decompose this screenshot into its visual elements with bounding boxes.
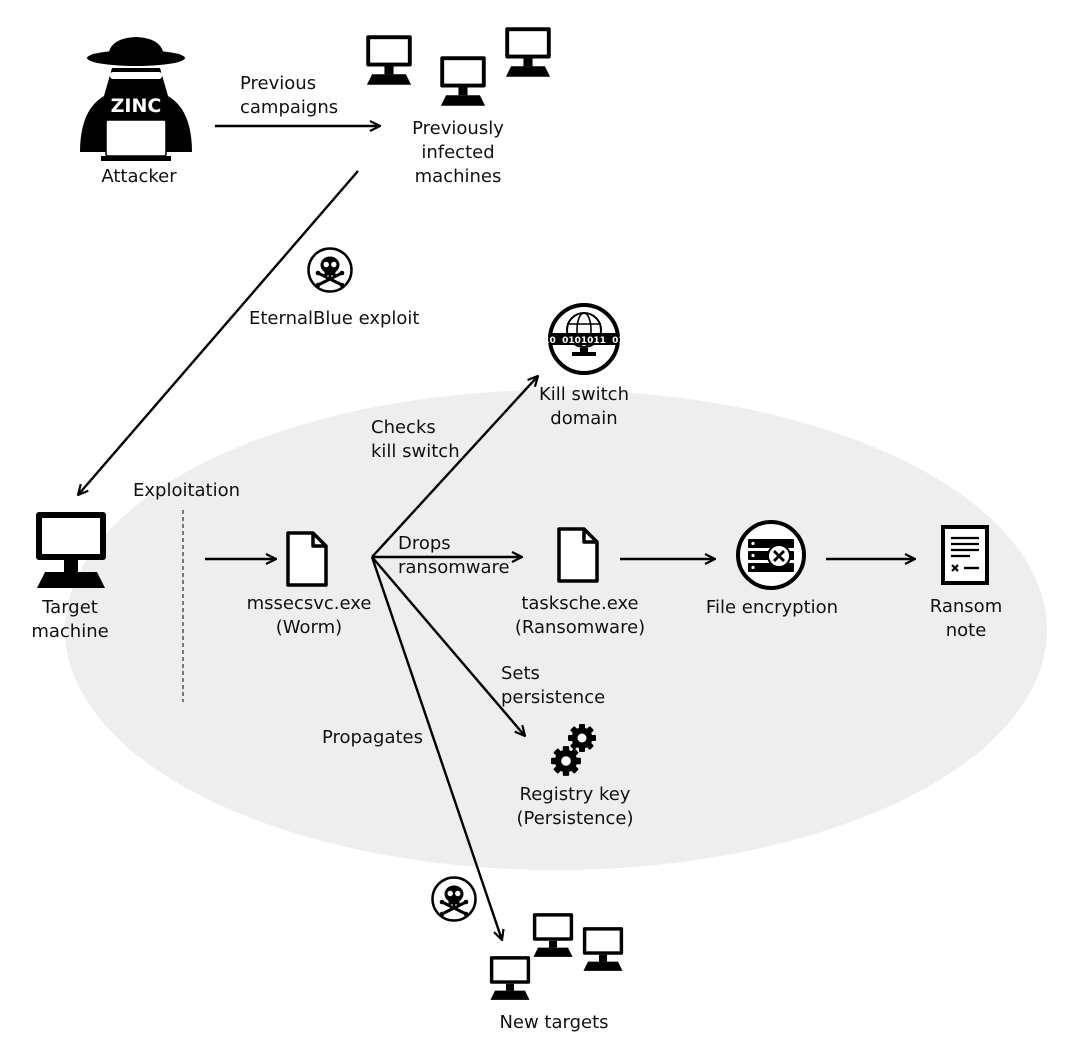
computer-icon xyxy=(489,956,531,1000)
file-icon xyxy=(557,527,599,583)
encryption-label: File encryption xyxy=(705,597,839,618)
gear-icon xyxy=(551,746,581,776)
checks-kill-switch-arrow xyxy=(371,376,538,558)
computer-icon xyxy=(532,913,574,957)
ransom-note-label: Ransom note xyxy=(929,596,1003,641)
encryption-icon xyxy=(736,520,806,590)
worm-label: mssecsvc.exe (Worm) xyxy=(246,593,372,638)
globe-icon: 10 0101011 01 xyxy=(543,303,625,375)
checks-kill-switch-label: Checks kill switch xyxy=(371,417,460,462)
target-machine-label: Target machine xyxy=(31,597,109,642)
propagates-label: Propagates xyxy=(322,727,423,748)
sets-persistence-label: Sets persistence xyxy=(501,663,606,708)
drops-ransomware-label: Drops ransomware xyxy=(398,533,510,578)
propagates-arrow xyxy=(370,556,502,940)
gear-icon xyxy=(568,724,596,752)
computer-icon xyxy=(440,56,486,106)
globe-binary: 10 0101011 01 xyxy=(543,336,624,346)
computer-icon xyxy=(366,35,412,85)
registry-label: Registry key (Persistence) xyxy=(516,784,634,829)
new-targets-label: New targets xyxy=(499,1012,609,1033)
sets-persistence-arrow xyxy=(371,556,525,736)
infected-zone xyxy=(65,390,1047,870)
exploitation-label: Exploitation xyxy=(133,480,241,501)
computer-icon xyxy=(36,512,106,588)
eternalblue-arrow xyxy=(78,170,359,495)
skull-icon xyxy=(430,875,478,923)
ransomware-label: tasksche.exe (Ransomware) xyxy=(514,593,646,638)
skull-icon xyxy=(306,246,354,294)
previous-machines-label: Previously infected machines xyxy=(412,118,504,187)
file-icon xyxy=(286,531,328,587)
attacker-badge: ZINC xyxy=(111,95,162,117)
hacker-icon: ZINC xyxy=(80,37,192,161)
document-icon xyxy=(941,525,989,585)
computer-icon xyxy=(505,27,551,77)
eternalblue-label: EternalBlue exploit xyxy=(249,308,420,329)
previous-campaigns-label: Previous campaigns xyxy=(240,73,339,118)
attacker-label: Attacker xyxy=(101,166,177,187)
kill-switch-label: Kill switch domain xyxy=(539,384,629,429)
computer-icon xyxy=(582,927,624,971)
